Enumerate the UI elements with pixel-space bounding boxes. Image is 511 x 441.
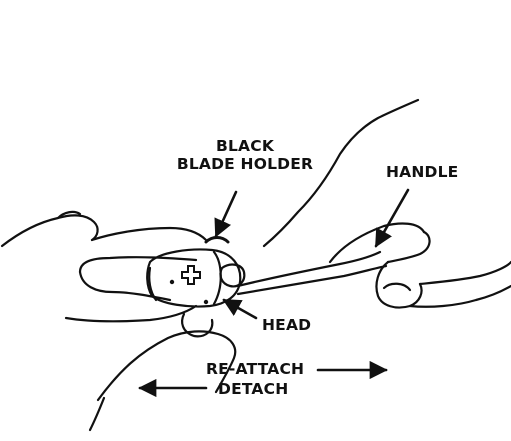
head-label: HEAD bbox=[262, 316, 312, 334]
left-thumb bbox=[78, 256, 198, 274]
left-index-finger bbox=[90, 226, 208, 242]
screw-mark bbox=[169, 279, 175, 285]
blade-holder-label: BLACK BLADE HOLDER bbox=[168, 137, 322, 173]
tool-head-band-2 bbox=[212, 250, 222, 306]
blade-holder-arrow bbox=[214, 190, 238, 238]
right-hand-upper bbox=[262, 98, 420, 248]
handle-label: HANDLE bbox=[386, 163, 459, 181]
left-thumb-tip bbox=[78, 270, 172, 302]
detach-label: DETACH bbox=[218, 380, 289, 398]
left-hand-outline bbox=[0, 214, 99, 248]
tool-head-band bbox=[148, 266, 158, 302]
blade-holder-tip bbox=[204, 236, 230, 244]
left-hand-knuckle bbox=[56, 210, 82, 220]
left-palm bbox=[64, 304, 198, 323]
head-arrow bbox=[222, 298, 258, 320]
cross-icon bbox=[181, 265, 201, 285]
right-hand-lower bbox=[408, 284, 511, 308]
finger-pad bbox=[219, 263, 246, 288]
tool-handle-upper bbox=[236, 250, 382, 288]
right-hand-back bbox=[418, 260, 511, 286]
tool-handle-curve bbox=[328, 222, 426, 264]
screw-mark-2 bbox=[203, 299, 209, 305]
left-wrist-lower bbox=[88, 396, 106, 432]
right-thumbnail bbox=[382, 282, 412, 292]
tool-head-outline bbox=[146, 248, 242, 308]
left-lower-finger bbox=[181, 312, 214, 338]
tool-handle-lower bbox=[236, 264, 388, 296]
blade-holder-label-line1: BLACK bbox=[215, 137, 275, 155]
left-wrist bbox=[96, 330, 237, 402]
right-hand-finger-top bbox=[386, 230, 431, 264]
right-thumb bbox=[375, 260, 423, 309]
handle-arrow bbox=[374, 188, 410, 248]
reattach-label: RE-ATTACH bbox=[206, 360, 305, 378]
blade-holder-label-line2: BLADE HOLDER bbox=[176, 155, 314, 173]
